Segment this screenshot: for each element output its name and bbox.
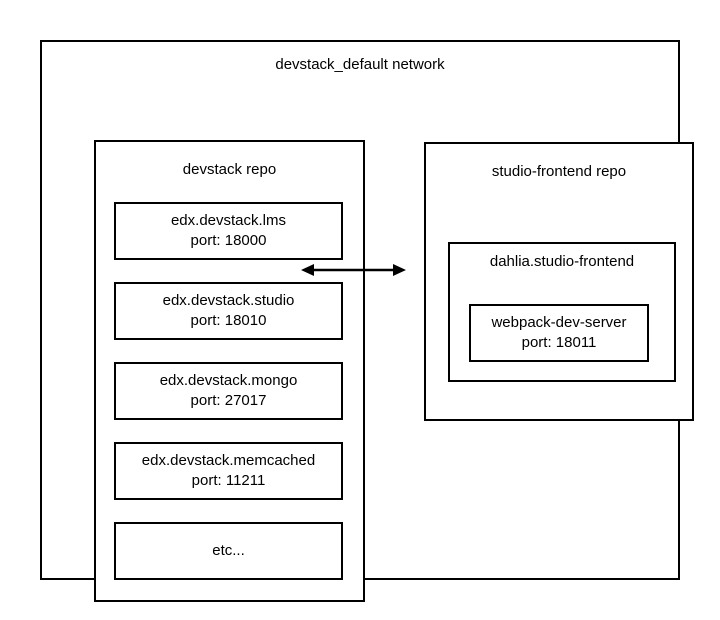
container-name: edx.devstack.mongo [159, 372, 298, 389]
container-box-studio: edx.devstack.studio port: 18010 [114, 282, 343, 340]
container-name: etc... [212, 542, 245, 559]
network-label: devstack_default network [275, 56, 445, 73]
container-port: port: 11211 [191, 472, 266, 489]
network-boundary-box: devstack_default network devstack repo e… [40, 40, 694, 602]
container-name: edx.devstack.studio [162, 292, 295, 309]
studio-webpack-connector-arrow [301, 264, 406, 276]
container-port: port: 27017 [190, 392, 267, 409]
container-box-etc: etc... [114, 522, 343, 580]
devstack-repo-box: devstack repo edx.devstack.lms port: 180… [94, 140, 365, 602]
studio-frontend-repo-box: studio-frontend repo dahlia.studio-front… [424, 142, 694, 421]
studio-frontend-repo-label: studio-frontend repo [491, 163, 627, 180]
container-box-memcached: edx.devstack.memcached port: 11211 [114, 442, 343, 500]
container-name: webpack-dev-server [491, 314, 627, 331]
dahlia-container-box: dahlia.studio-frontend webpack-dev-serve… [448, 242, 676, 382]
dahlia-container-label: dahlia.studio-frontend [489, 253, 635, 270]
webpack-dev-server-box: webpack-dev-server port: 18011 [469, 304, 649, 362]
container-box-lms: edx.devstack.lms port: 18000 [114, 202, 343, 260]
container-port: port: 18011 [521, 334, 597, 351]
container-port: port: 18000 [190, 232, 267, 249]
container-port: port: 18010 [190, 312, 267, 329]
container-name: edx.devstack.memcached [141, 452, 316, 469]
container-box-mongo: edx.devstack.mongo port: 27017 [114, 362, 343, 420]
container-name: edx.devstack.lms [170, 212, 287, 229]
devstack-repo-label: devstack repo [182, 161, 277, 178]
